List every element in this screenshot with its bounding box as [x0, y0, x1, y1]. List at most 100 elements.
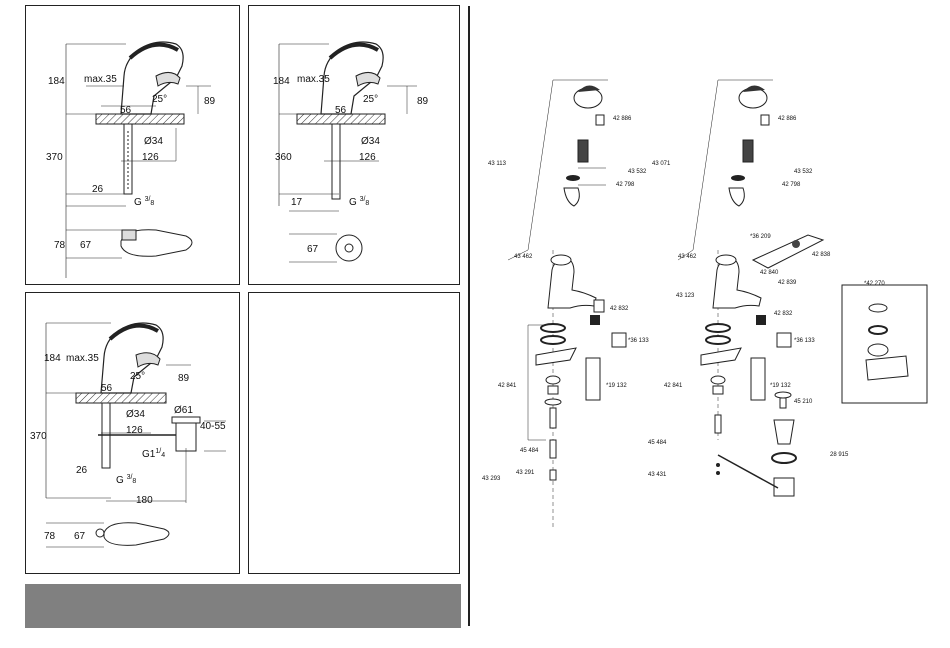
dim-thread-dist: 17 [291, 197, 303, 208]
dim-thread: G 3/8 [349, 196, 369, 208]
label-right-p18: 43 431 [648, 472, 667, 478]
dim-diameter: Ø34 [126, 409, 145, 420]
panel-dimensions-b: 184 max.35 56 25° 89 Ø34 126 360 17 G 3/… [248, 5, 460, 285]
dim-offset: 56 [335, 105, 347, 116]
dim-max: max.35 [297, 74, 330, 85]
dim-height: 184 [273, 76, 290, 87]
dim-spout: 89 [417, 96, 429, 107]
part-waste [773, 419, 795, 445]
dim-thread-dist: 26 [76, 465, 88, 476]
dim-angle: 25° [152, 94, 167, 105]
label-right-p6: 43 462 [678, 254, 697, 260]
dim-depth: 78 [54, 240, 66, 251]
part-insert [595, 114, 605, 126]
dim-height: 184 [48, 76, 65, 87]
faucet-drawing-c: 184 max.35 56 25° 89 Ø34 Ø61 40-55 126 3… [30, 322, 226, 548]
label-right-p4: 42 798 [782, 182, 801, 188]
countertop [75, 392, 167, 404]
dim-width: 67 [80, 240, 92, 251]
dim-length: 370 [30, 431, 47, 442]
label-left-p4: 42 798 [616, 182, 635, 188]
label-left-p1: 42 886 [613, 116, 632, 122]
faucet-head [108, 323, 160, 341]
popup-waste [175, 420, 197, 452]
label-left-p11: 43 291 [516, 470, 535, 476]
part-body [712, 257, 762, 309]
faucet-drawing-a: 184 max.35 56 25° 89 Ø34 126 370 26 G 3/… [46, 41, 216, 278]
label-right-p11: 42 832 [774, 311, 793, 317]
assembly-right: 42 886 43 071 43 532 42 798 *36 209 43 4… [648, 79, 849, 497]
dim-reach: 126 [359, 152, 376, 163]
dim-spout: 89 [204, 96, 216, 107]
dim-height: 184 [44, 353, 61, 364]
assembly-left: 42 886 43 113 43 532 42 798 43 462 42 83… [482, 79, 649, 530]
label-right-p2: 43 071 [652, 161, 671, 167]
dim-angle: 25° [130, 371, 145, 382]
dim-width: 67 [307, 244, 319, 255]
faucet-spout [155, 72, 181, 87]
part-cartridge [742, 139, 754, 163]
label-left-p8: 42 841 [498, 383, 517, 389]
label-right-p12: *36 133 [794, 338, 815, 344]
dim-offset: 56 [101, 383, 113, 394]
label-right-p8: 42 840 [760, 270, 779, 276]
dim-diameter: Ø34 [361, 136, 380, 147]
dim-length: 360 [275, 152, 292, 163]
dim-diameter: Ø34 [144, 136, 163, 147]
page-divider [468, 6, 470, 626]
dim-waste-thread: G11/4 [142, 448, 165, 460]
dim-range: 40-55 [200, 421, 226, 432]
inset-42270: *42 270 [841, 281, 928, 404]
label-right-p1: 42 886 [778, 116, 797, 122]
label-left-p3: 43 532 [628, 169, 647, 175]
dim-thread: G 3/8 [116, 474, 136, 486]
dim-reach: 126 [126, 425, 143, 436]
part-body [547, 257, 597, 309]
dim-length: 370 [46, 152, 63, 163]
dim-thread: G 3/8 [134, 196, 154, 208]
part-bracket [535, 347, 577, 366]
faucet-head [128, 42, 180, 60]
dim-thread-dist: 26 [92, 184, 104, 195]
dim-spout: 89 [178, 373, 190, 384]
faucet-spout [135, 352, 161, 368]
countertop [296, 113, 386, 125]
exploded-parts-diagram: 42 886 43 113 43 532 42 798 43 462 42 83… [482, 79, 928, 530]
footer-bar [25, 584, 461, 628]
label-left-p10: 45 484 [520, 448, 539, 454]
label-right-p3: 43 532 [794, 169, 813, 175]
part-36133 [611, 332, 627, 348]
dim-diameter-2: Ø61 [174, 405, 193, 416]
part-cartridge [577, 139, 589, 163]
faucet-spout [355, 72, 381, 87]
panel-dimensions-c: 184 max.35 56 25° 89 Ø34 Ø61 40-55 126 3… [25, 292, 240, 574]
panel-dimensions-a: 184 max.35 56 25° 89 Ø34 126 370 26 G 3/… [25, 5, 240, 285]
label-right-p13: 42 841 [664, 383, 683, 389]
label-left-p6: 42 832 [610, 306, 629, 312]
part-adjuster [751, 234, 825, 269]
label-left-p9: *19 132 [606, 383, 627, 389]
label-right-p9: 42 839 [778, 280, 797, 286]
label-right-p10: 43 123 [676, 293, 695, 299]
supply-pipe [331, 123, 341, 200]
part-aerator [563, 187, 580, 207]
label-right-p15: 45 210 [794, 399, 813, 405]
dim-depth: 78 [44, 531, 56, 542]
dim-reach: 126 [142, 152, 159, 163]
dim-width: 67 [74, 531, 86, 542]
label-right-p14: *19 132 [770, 383, 791, 389]
countertop [95, 113, 185, 125]
dim-angle: 25° [363, 94, 378, 105]
dim-offset: 56 [120, 105, 132, 116]
label-left-p12: 43 293 [482, 476, 501, 482]
faucet-top-view [103, 522, 170, 546]
part-19132 [585, 357, 601, 401]
dim-max: max.35 [84, 74, 117, 85]
label-right-p19: *42 270 [864, 281, 885, 287]
label-right-p17: 28 915 [830, 452, 849, 458]
label-right-p16: 45 484 [648, 440, 667, 446]
panel-empty [248, 292, 460, 574]
label-left-p7: *36 133 [628, 338, 649, 344]
label-right-p7: 42 838 [812, 252, 831, 258]
dim-max: max.35 [66, 353, 99, 364]
